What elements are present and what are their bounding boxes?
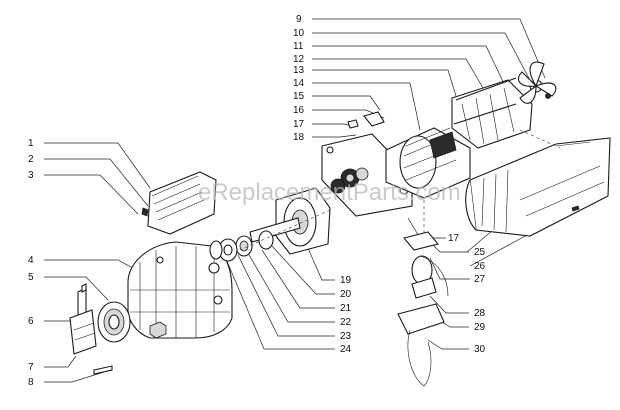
- callout-25: 25: [474, 247, 486, 258]
- callout-4: 4: [28, 255, 34, 266]
- callout-19: 19: [340, 275, 352, 286]
- watermark-text: eReplacementParts.com: [198, 179, 461, 206]
- callout-14: 14: [293, 78, 305, 89]
- fan-blade-part: [518, 61, 557, 104]
- callout-1: 1: [28, 138, 34, 149]
- bearing-part: [97, 301, 131, 343]
- callout-18: 18: [293, 132, 305, 143]
- callout-20: 20: [340, 289, 352, 300]
- callout-6: 6: [28, 316, 34, 327]
- callout-24: 24: [340, 344, 352, 355]
- assembly-guide-lines: [239, 129, 561, 251]
- motor-part: [385, 127, 471, 199]
- callout-9: 9: [296, 14, 302, 25]
- callout-27: 27: [474, 274, 486, 285]
- callout-16: 16: [293, 105, 305, 116]
- outer-cover: [465, 137, 611, 237]
- nozzle-part: [141, 171, 217, 235]
- callout-12: 12: [293, 54, 305, 65]
- callout-11: 11: [293, 41, 304, 52]
- callout-13: 13: [293, 65, 305, 76]
- callout-29: 29: [474, 322, 486, 333]
- callout-22: 22: [340, 317, 352, 328]
- callout-2: 2: [28, 154, 34, 165]
- switch-assembly: [397, 231, 449, 387]
- callout-3: 3: [28, 170, 34, 181]
- callout-28: 28: [474, 308, 486, 319]
- callout-30: 30: [474, 344, 486, 355]
- fan-housing: [451, 77, 533, 149]
- callout-10: 10: [293, 28, 305, 39]
- main-housing: [127, 241, 233, 339]
- callout-17-upper: 17: [293, 119, 305, 130]
- shaft-assembly: [209, 187, 331, 262]
- callout-7: 7: [28, 362, 34, 373]
- callout-26: 26: [474, 261, 486, 272]
- callout-labels: 1 2 3 4 5 6 7 8 9 10 11 12 13 14 15 16 1…: [28, 14, 486, 388]
- callout-23: 23: [340, 331, 352, 342]
- callout-21: 21: [340, 303, 352, 314]
- callout-5: 5: [28, 272, 34, 283]
- callout-8: 8: [28, 377, 34, 388]
- callout-17-lower: 17: [448, 233, 460, 244]
- bracket-part: [69, 283, 113, 375]
- callout-15: 15: [293, 91, 305, 102]
